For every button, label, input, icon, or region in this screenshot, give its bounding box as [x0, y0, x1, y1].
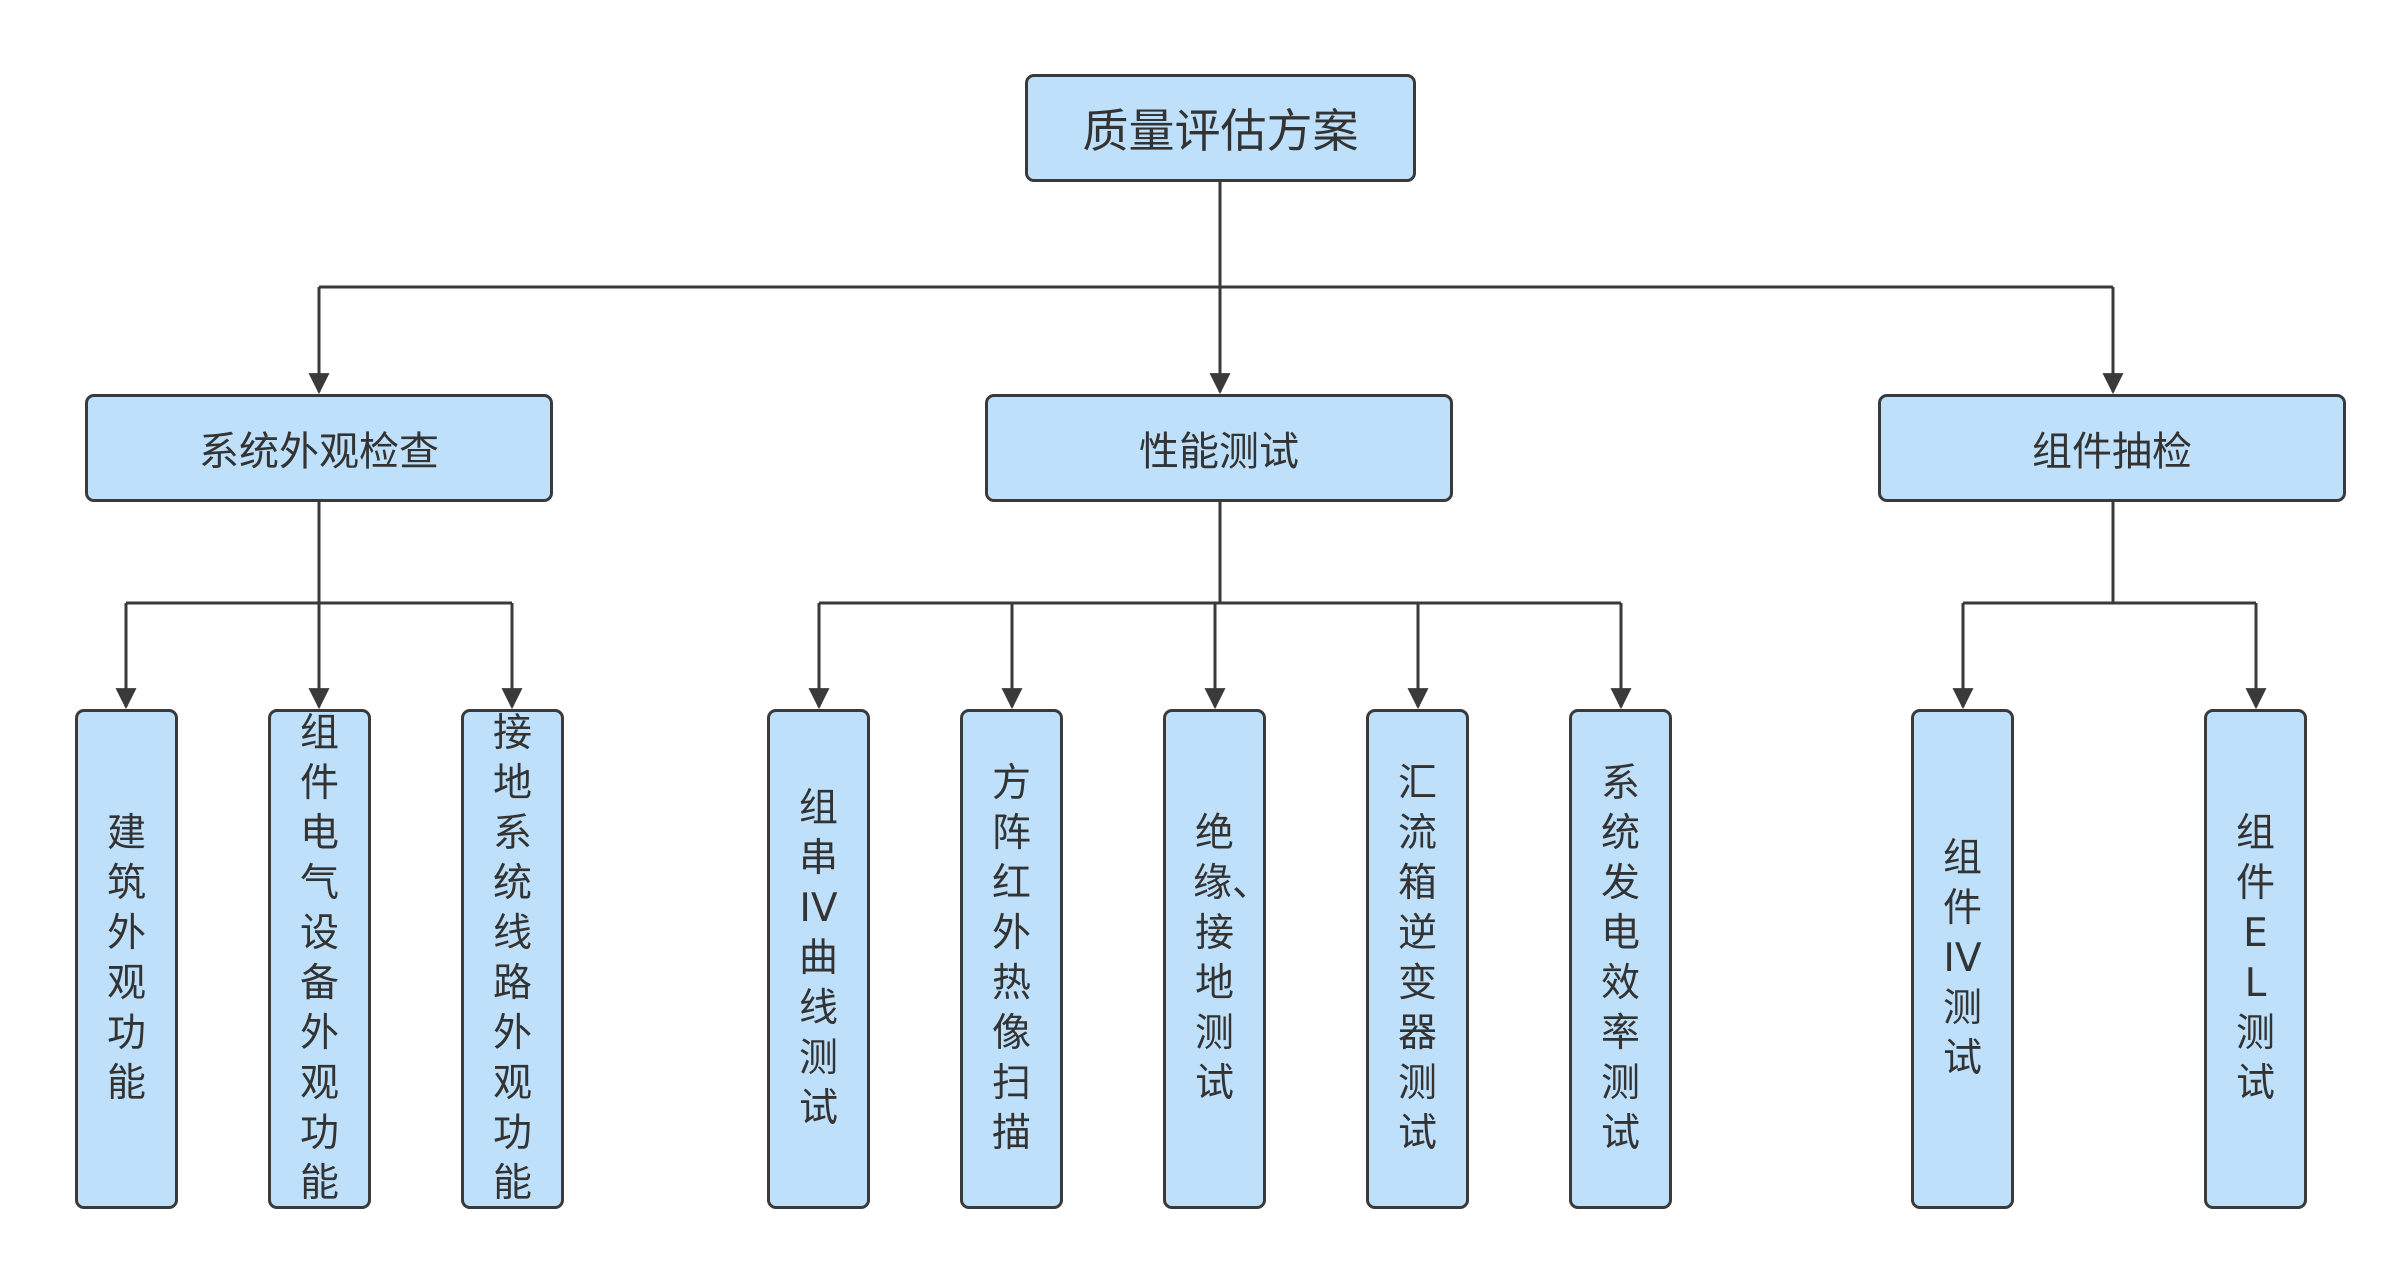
leaf-node-b1-1: 建筑外观功能	[75, 709, 178, 1209]
branch-node-3: 组件抽检	[1878, 394, 2346, 502]
leaf-node-b2-3-label: 绝缘、接地测试	[1193, 811, 1272, 1106]
branch-node-1: 系统外观检查	[85, 394, 553, 502]
leaf-node-b2-1: 组串IV曲线测试	[767, 709, 870, 1209]
leaf-node-b3-1-label: 组件IV测试	[1942, 836, 1982, 1081]
branch-node-2: 性能测试	[985, 394, 1453, 502]
leaf-node-b2-1-label: 组串IV曲线测试	[798, 786, 838, 1131]
leaf-node-b2-5-label: 系统发电效率测试	[1600, 761, 1640, 1156]
leaf-node-b1-3-label: 接地系统线路外观功能	[492, 711, 532, 1206]
branch-node-3-label: 组件抽检	[2032, 429, 2192, 475]
root-node: 质量评估方案	[1025, 74, 1416, 182]
leaf-node-b3-2: 组件EL测试	[2204, 709, 2307, 1209]
leaf-node-b2-5: 系统发电效率测试	[1569, 709, 1672, 1209]
leaf-node-b2-3: 绝缘、接地测试	[1163, 709, 1272, 1209]
leaf-node-b3-1: 组件IV测试	[1911, 709, 2014, 1209]
leaf-node-b1-1-label: 建筑外观功能	[106, 811, 146, 1106]
root-node-label: 质量评估方案	[1082, 104, 1359, 158]
leaf-node-b3-2-label: 组件EL测试	[2235, 811, 2275, 1106]
leaf-node-b2-4: 汇流箱逆变器测试	[1366, 709, 1469, 1209]
leaf-node-b1-2: 组件电气设备外观功能	[268, 709, 371, 1209]
leaf-node-b2-2: 方阵红外热像扫描	[960, 709, 1063, 1209]
leaf-node-b2-2-label: 方阵红外热像扫描	[991, 761, 1031, 1156]
branch-node-1-label: 系统外观检查	[199, 429, 439, 475]
leaf-node-b1-3: 接地系统线路外观功能	[461, 709, 564, 1209]
leaf-node-b2-4-label: 汇流箱逆变器测试	[1397, 761, 1437, 1156]
leaf-node-b1-2-label: 组件电气设备外观功能	[299, 711, 339, 1206]
branch-node-2-label: 性能测试	[1139, 429, 1299, 475]
